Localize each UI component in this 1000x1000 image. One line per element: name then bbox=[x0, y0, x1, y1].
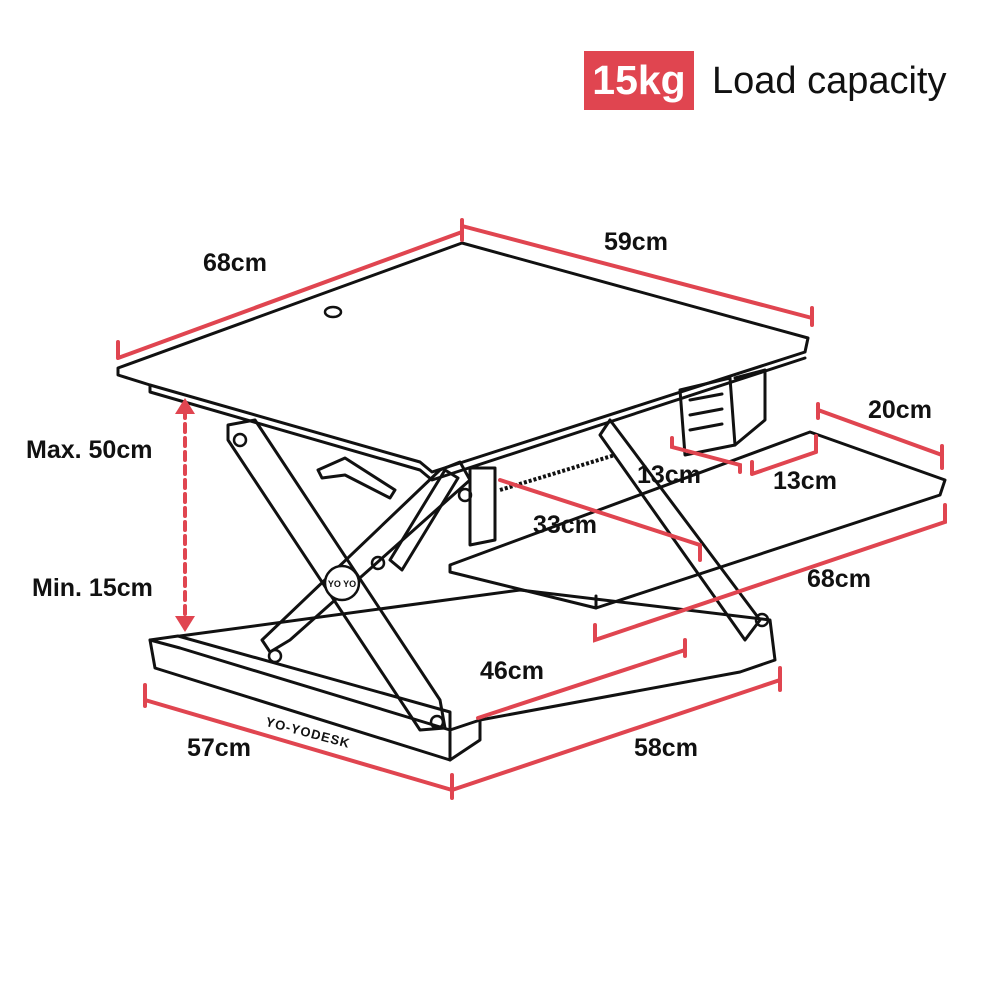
dim-line-bracket-left bbox=[670, 436, 742, 474]
bracket-slot-3 bbox=[688, 422, 724, 432]
dim-line-keyboard-width bbox=[593, 503, 947, 643]
dim-min-height: Min. 15cm bbox=[32, 574, 153, 602]
dim-keyboard-width: 68cm bbox=[807, 565, 871, 593]
dim-bracket-right: 13cm bbox=[773, 467, 837, 495]
scissor-arm-a bbox=[226, 418, 447, 732]
pivot-bolt-6 bbox=[754, 612, 770, 628]
pivot-bolt-5 bbox=[370, 555, 386, 571]
grommet-hole bbox=[323, 305, 343, 319]
bracket-slot-2 bbox=[688, 407, 724, 417]
dim-top-width: 59cm bbox=[604, 228, 668, 256]
dim-tray-setback: 33cm bbox=[533, 511, 597, 539]
desktop-top bbox=[116, 241, 810, 474]
dim-top-depth: 68cm bbox=[203, 249, 267, 277]
dim-line-top-depth bbox=[116, 218, 464, 360]
dim-base-inner: 46cm bbox=[480, 657, 544, 685]
gas-spring bbox=[388, 468, 460, 572]
dim-line-top-width bbox=[460, 224, 814, 327]
dim-line-base-width bbox=[450, 666, 782, 800]
base-back bbox=[178, 588, 777, 722]
base-front-edge bbox=[148, 634, 452, 762]
center-bracket bbox=[468, 466, 497, 547]
load-capacity-badge: 15kg bbox=[584, 51, 694, 110]
dim-base-width: 58cm bbox=[634, 734, 698, 762]
height-arrow-up bbox=[175, 398, 195, 414]
dim-line-base-depth bbox=[143, 683, 454, 792]
dim-line-tray-setback bbox=[498, 478, 702, 562]
pivot-bolt-1 bbox=[232, 432, 248, 448]
dim-line-keyboard-depth bbox=[816, 402, 944, 470]
logo-mark: YO YO bbox=[328, 579, 356, 589]
release-handle bbox=[316, 456, 397, 500]
dim-bracket-left: 13cm bbox=[637, 461, 701, 489]
dim-max-height: Max. 50cm bbox=[26, 436, 153, 464]
logo-disc bbox=[323, 564, 361, 602]
pivot-bolt-4 bbox=[457, 487, 473, 503]
scissor-arm-rear bbox=[598, 418, 762, 642]
dim-line-base-inner bbox=[476, 638, 687, 720]
keyboard-tray bbox=[448, 430, 947, 610]
base-frame bbox=[148, 638, 482, 762]
bracket-arm bbox=[733, 368, 767, 447]
pivot-bolt-3 bbox=[429, 714, 445, 730]
pivot-bolt-2 bbox=[267, 648, 283, 664]
height-arrow-down bbox=[175, 616, 195, 632]
dim-base-depth: 57cm bbox=[187, 734, 251, 762]
desktop-front-edge bbox=[148, 356, 807, 482]
dim-keyboard-depth: 20cm bbox=[868, 396, 932, 424]
load-capacity-caption: Load capacity bbox=[712, 60, 947, 102]
dim-line-bracket-right bbox=[750, 434, 818, 476]
scissor-arm-b bbox=[260, 460, 472, 654]
bracket-slot-1 bbox=[688, 392, 724, 402]
